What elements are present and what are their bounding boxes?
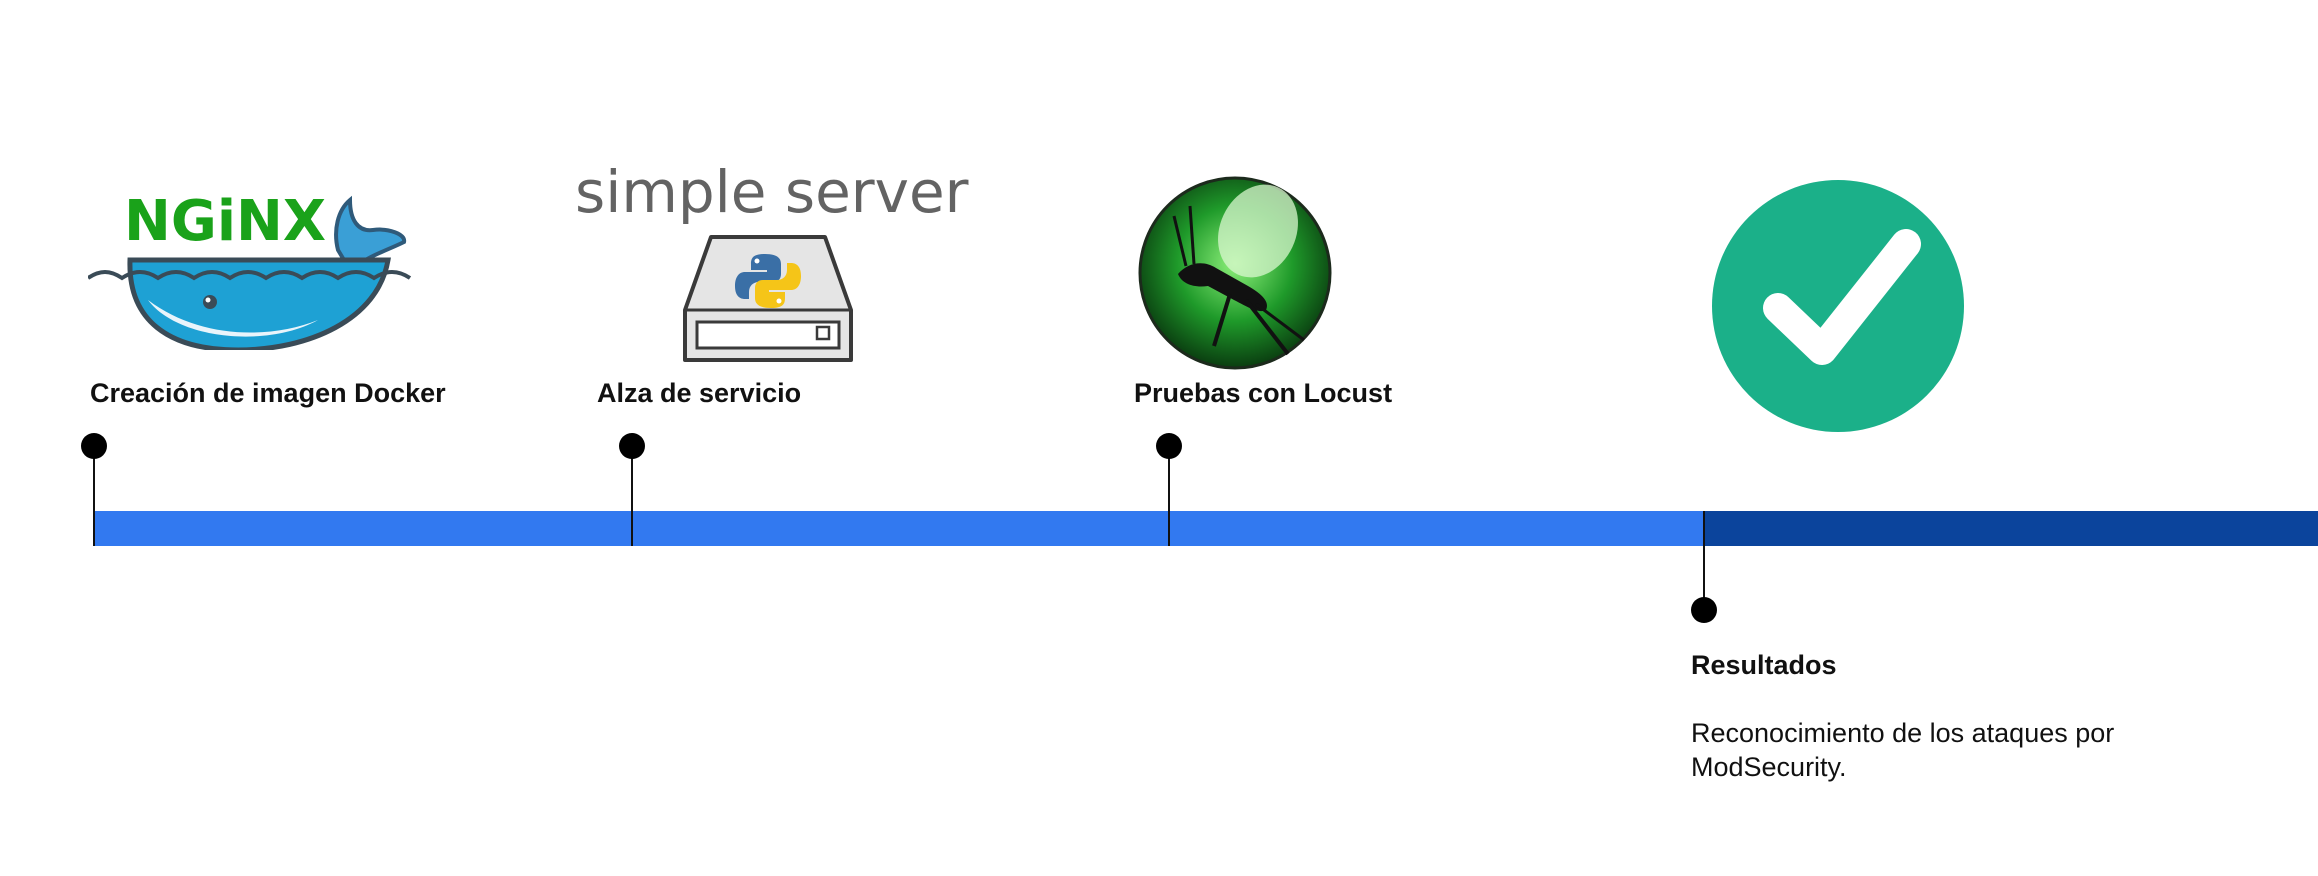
marker-stem-docker xyxy=(93,446,95,546)
marker-dot-docker xyxy=(81,433,107,459)
checkmark-circle-icon xyxy=(1710,178,1966,434)
timeline-bar-main xyxy=(94,511,1704,546)
simple-server-logo-text: simple server xyxy=(575,158,969,226)
result-description: Reconocimiento de los ataques por ModSec… xyxy=(1691,718,2115,782)
result-title: Resultados xyxy=(1691,650,1837,680)
locust-grasshopper-icon xyxy=(1138,176,1332,370)
marker-dot-service xyxy=(619,433,645,459)
stage-label-docker: Creación de imagen Docker xyxy=(90,378,446,408)
marker-dot-locust xyxy=(1156,433,1182,459)
nginx-docker-whale-icon: NGiNX xyxy=(86,189,418,353)
marker-stem-result xyxy=(1703,511,1705,611)
stage-label-service: Alza de servicio xyxy=(597,378,802,408)
python-simple-server-icon xyxy=(683,234,853,364)
stage-label-locust: Pruebas con Locust xyxy=(1134,378,1393,408)
nginx-logo-text: NGiNX xyxy=(124,190,326,254)
timeline-bar-end xyxy=(1704,511,2318,546)
marker-dot-result xyxy=(1691,597,1717,623)
marker-stem-service xyxy=(631,446,633,546)
marker-stem-locust xyxy=(1168,446,1170,546)
